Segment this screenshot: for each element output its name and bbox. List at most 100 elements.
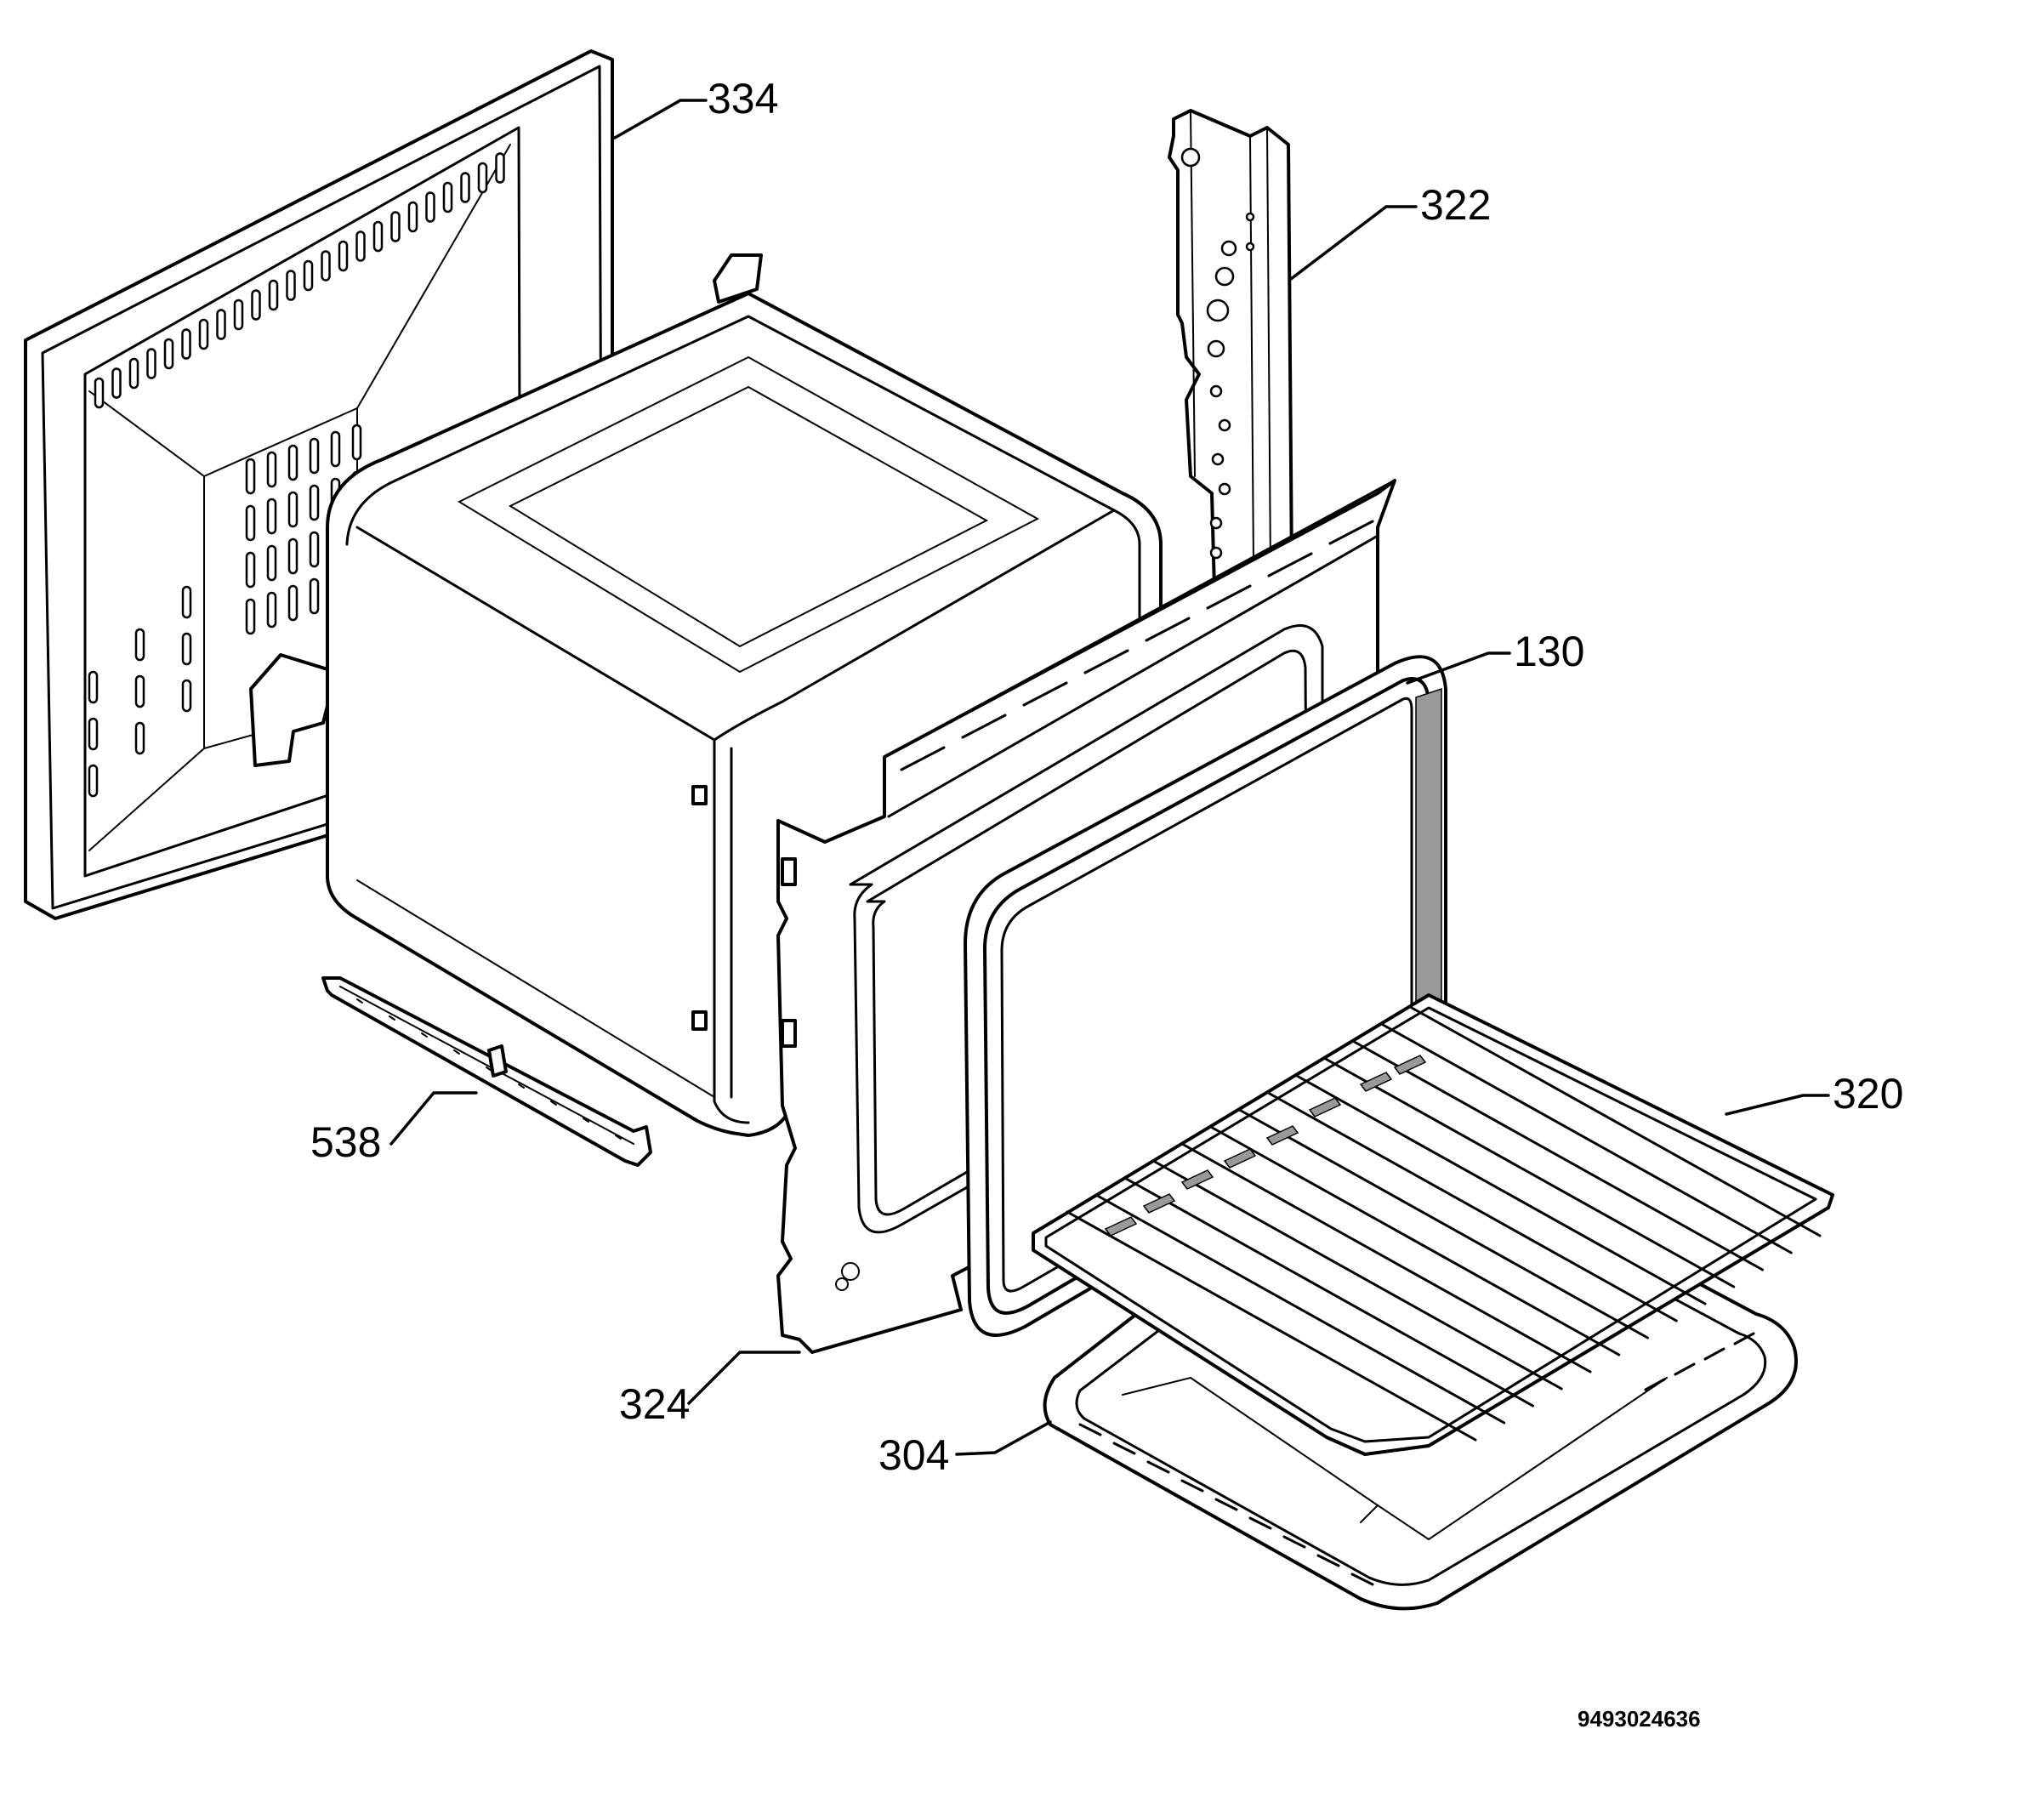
runner-hole [1209, 516, 1223, 530]
vent-slot [338, 240, 349, 272]
vent-slot [146, 348, 156, 379]
vent-slot [309, 577, 320, 615]
runner-hole [1214, 266, 1235, 287]
shelf-wire [1066, 1210, 1477, 1442]
drawing-number: 9493024636 [1578, 1706, 1701, 1732]
vent-slot [425, 191, 435, 223]
vent-slot [88, 670, 99, 704]
tray-slot [1674, 1362, 1696, 1376]
shelf-wire [1353, 1040, 1764, 1271]
tray-slot [1644, 1378, 1666, 1391]
shelf-wire [1123, 1176, 1534, 1408]
vent-slot [372, 220, 384, 253]
rail-tick [356, 998, 363, 1004]
vent-slot [309, 437, 320, 475]
frame-slot [900, 746, 946, 771]
rail-tick [486, 1066, 492, 1072]
shelf-support-hatch [1265, 1125, 1299, 1146]
vent-slot [181, 328, 191, 360]
rail-tick [453, 1049, 460, 1055]
shelf-support-hatch [1104, 1216, 1138, 1237]
shelf-wire [1238, 1108, 1649, 1339]
shelf-support-hatch [1359, 1072, 1393, 1092]
vent-slot [181, 585, 192, 619]
shelf-wire [1266, 1091, 1678, 1322]
tray-slot [1214, 1498, 1238, 1511]
vent-slot [287, 584, 298, 622]
vent-slot [181, 679, 192, 713]
vent-slot [245, 551, 256, 589]
runner-hole [1180, 147, 1201, 168]
shelf-wire [1381, 1023, 1793, 1254]
runner-hole [1245, 212, 1255, 222]
tray-slot [1146, 1460, 1170, 1474]
frame-slot [961, 714, 1007, 739]
callout-324: 324 [619, 1380, 690, 1428]
vent-slot [390, 211, 401, 242]
tray-slot [1350, 1573, 1374, 1586]
runner-hole [1209, 546, 1223, 560]
vent-slot [88, 764, 99, 798]
tray-slot [1112, 1442, 1136, 1455]
tray-slot [1248, 1516, 1272, 1530]
shelf-wire [1295, 1074, 1707, 1305]
vent-slot [266, 498, 277, 535]
shelf-support-hatch [1142, 1193, 1176, 1214]
shelf-wire [1094, 1193, 1506, 1425]
shelf-wire [1209, 1125, 1621, 1356]
vent-slot [460, 172, 470, 203]
runner-hole [1218, 418, 1231, 432]
shelf-wire [1324, 1057, 1736, 1288]
tray-slot [1282, 1535, 1306, 1549]
vent-slot [245, 458, 256, 495]
vent-slot [216, 309, 226, 340]
vent-slot [245, 504, 256, 542]
callout-334: 334 [708, 75, 778, 122]
vent-slot [233, 299, 244, 331]
vent-slot [287, 491, 298, 528]
vent-slot [266, 591, 277, 628]
vent-slot [111, 367, 122, 399]
shelf-support-hatch [1308, 1097, 1342, 1118]
callout-320: 320 [1833, 1070, 1903, 1118]
callout-322: 322 [1420, 181, 1491, 229]
vent-slot [251, 289, 261, 321]
vent-slot [88, 717, 99, 751]
rail-tick [550, 1101, 557, 1106]
runner-hole [1206, 299, 1230, 322]
vent-slot [163, 338, 174, 370]
vent-slot [134, 628, 145, 662]
tray-slot [1078, 1423, 1102, 1436]
callout-leaders [389, 99, 1830, 1456]
vent-slot [303, 259, 314, 292]
frame-slot [1022, 681, 1068, 707]
runner-hole [1207, 339, 1225, 358]
vent-slot [407, 201, 418, 233]
shelf-support-hatch [1223, 1148, 1257, 1169]
tray-slot [1703, 1347, 1725, 1361]
shelf-wire [1180, 1142, 1592, 1374]
shelf-support-hatch [1393, 1055, 1427, 1075]
shelf-wire [1151, 1159, 1563, 1391]
vent-slot [309, 484, 320, 521]
tray-slot [1733, 1332, 1755, 1345]
rail-tick [421, 1032, 428, 1038]
rail-tick [389, 1015, 395, 1021]
vent-slot [266, 451, 277, 488]
callout-304: 304 [878, 1431, 949, 1479]
rail-tick [615, 1135, 622, 1140]
vent-slot [355, 230, 366, 262]
vent-slot [321, 250, 331, 282]
frame-slot [1267, 552, 1313, 577]
frame-slot [1328, 520, 1374, 545]
frame-slot [1083, 649, 1129, 674]
vent-slot [128, 357, 139, 390]
shelf-support-hatch [1180, 1169, 1214, 1190]
vent-slot [477, 162, 488, 194]
vent-slot [442, 181, 453, 213]
frame-slot [1145, 617, 1191, 642]
rail-tick [518, 1083, 525, 1089]
callout-130: 130 [1514, 628, 1584, 675]
tray-slot [1316, 1554, 1340, 1567]
